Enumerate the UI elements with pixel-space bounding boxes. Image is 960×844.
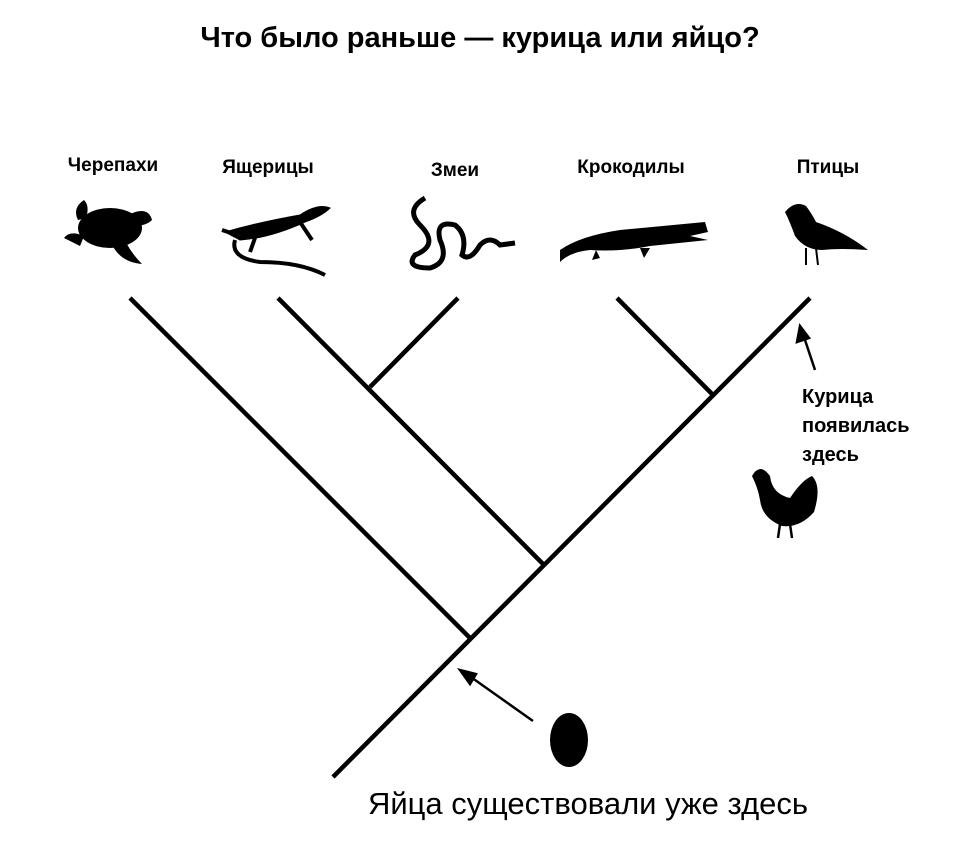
label-lizards: Ящерицы [222,157,314,178]
label-snakes: Змеи [430,160,480,181]
arrow-egg-icon [457,667,534,723]
egg-icon [550,713,588,767]
chicken-note-line: Курица [802,386,874,408]
label-crocodiles: Крокодилы [577,157,685,178]
egg-note: Яйца существовали уже здесь [367,786,809,821]
lizard-branch [276,296,545,566]
turtle-icon [64,200,152,264]
chicken-note-line: здесь [802,444,859,466]
label-turtles: Черепахи [67,155,159,176]
crocodile-icon [560,222,708,262]
arrow-chicken-icon [795,322,817,371]
chicken-icon [752,469,818,539]
bird-icon [785,204,868,266]
lizard-icon [221,206,331,277]
chicken-note: Курица появилась здесь [802,383,910,470]
chicken-note-line: появилась [802,415,910,437]
croc-branch [615,296,714,396]
snake-branch [368,296,460,389]
snake-icon [409,195,516,271]
label-birds: Птицы [796,157,860,178]
diagram-title: Что было раньше — курица или яйцо? [200,22,760,54]
turtle-branch [128,296,472,640]
trunk-branch [331,296,812,779]
